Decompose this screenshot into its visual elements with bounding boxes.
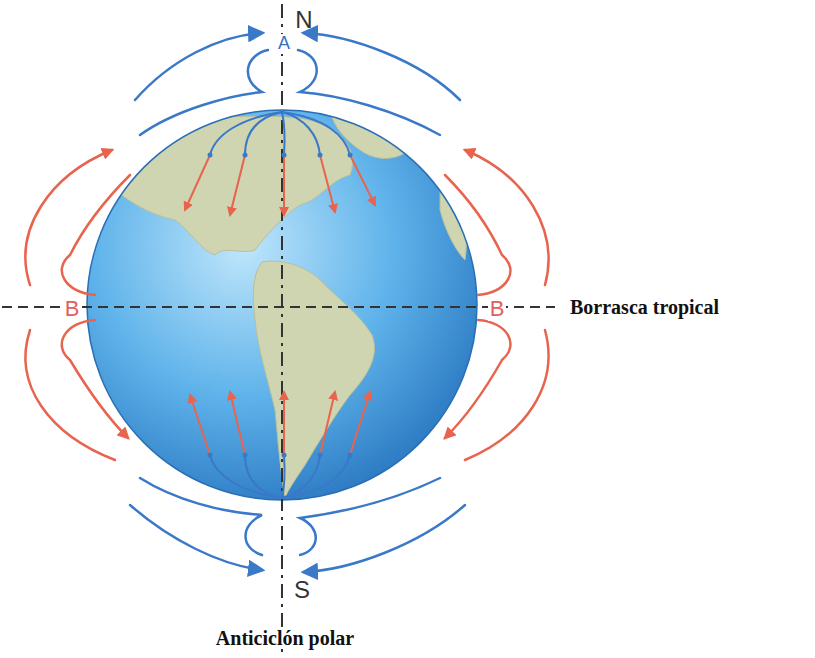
- north-label: N: [295, 7, 312, 33]
- south-label: S: [294, 577, 310, 603]
- zone-label: Borrasca tropical: [568, 296, 721, 318]
- equator-line: [2, 306, 555, 308]
- surface-winds: [185, 112, 375, 498]
- pressure-symbol: B: [488, 297, 507, 321]
- zone-label: Anticiclón polar: [214, 627, 356, 649]
- axis-line: [281, 4, 283, 652]
- circulation-cells: [26, 33, 549, 572]
- continents: [110, 111, 466, 498]
- pressure-symbol: A: [276, 34, 292, 54]
- pressure-symbol: B: [63, 297, 82, 321]
